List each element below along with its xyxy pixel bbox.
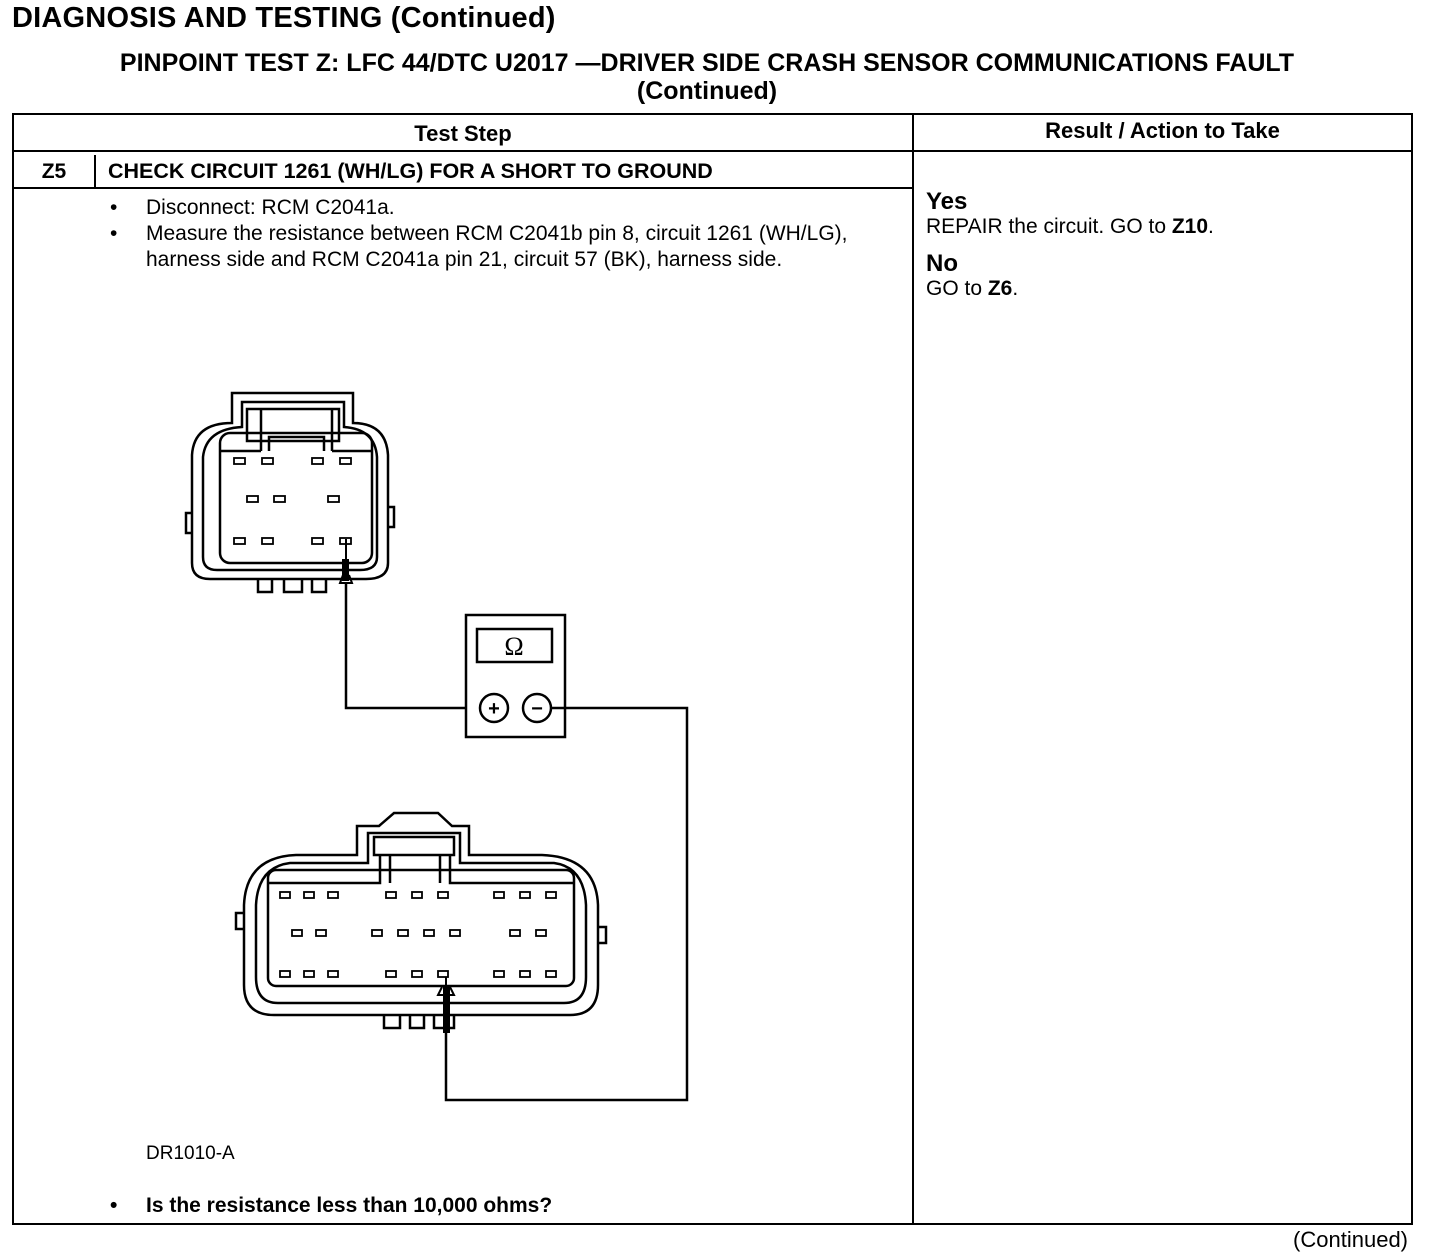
result-yes-label: Yes: [926, 188, 968, 215]
result-yes-end: .: [1208, 215, 1214, 238]
ohm-symbol: Ω: [504, 632, 523, 661]
result-yes-text: REPAIR the circuit. GO to: [926, 215, 1172, 238]
pinpoint-test-table: Test Step Result / Action to Take Z5 CHE…: [12, 113, 1413, 1225]
continued-footer: (Continued): [1293, 1227, 1408, 1252]
connector-c2041b: [184, 391, 396, 594]
step-title-divider: [14, 187, 912, 189]
wiring-diagram: Ω + −: [184, 391, 689, 1102]
meter-minus-label: −: [531, 698, 543, 720]
page-title: DIAGNOSIS AND TESTING (Continued): [12, 2, 556, 34]
step-instructions: Disconnect: RCM C2041a. Measure the resi…: [108, 195, 908, 273]
step-question: Is the resistance less than 10,000 ohms?: [108, 1194, 552, 1218]
result-no-text: GO to: [926, 277, 988, 300]
step-title: CHECK CIRCUIT 1261 (WH/LG) FOR A SHORT T…: [108, 159, 713, 183]
meter-plus-label: +: [488, 698, 500, 720]
column-header-test-step: Test Step: [414, 121, 512, 146]
figure-id: DR1010-A: [146, 1143, 235, 1164]
result-yes: Yes REPAIR the circuit. GO to Z10.: [926, 189, 1214, 239]
column-header-result: Result / Action to Take: [1045, 118, 1280, 143]
result-yes-target[interactable]: Z10: [1171, 215, 1209, 238]
result-no-end: .: [1012, 277, 1019, 300]
instruction-item: Measure the resistance between RCM C2041…: [108, 221, 908, 273]
step-id: Z5: [14, 155, 96, 189]
result-no-target[interactable]: Z6: [987, 277, 1013, 300]
result-no: No GO to Z6.: [926, 251, 1018, 301]
result-no-label: No: [926, 250, 958, 277]
instruction-item: Disconnect: RCM C2041a.: [108, 195, 908, 221]
column-divider: [912, 115, 914, 1223]
test-title: PINPOINT TEST Z: LFC 44/DTC U2017 —DRIVE…: [119, 49, 1295, 77]
connector-c2041a: [234, 811, 608, 1030]
header-divider: [14, 150, 1411, 152]
test-title-continued: (Continued): [636, 77, 778, 105]
